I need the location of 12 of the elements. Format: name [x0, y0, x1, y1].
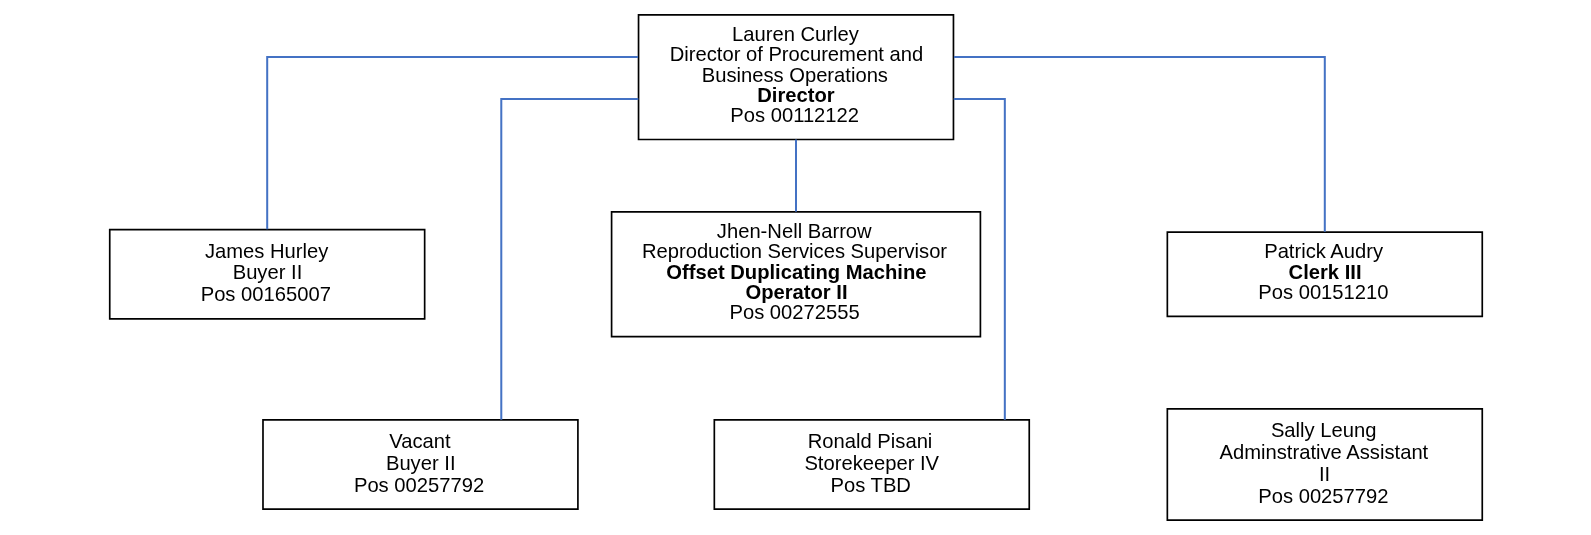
- connector: [265, 56, 638, 230]
- connector: [953, 56, 1326, 232]
- node-box: Vacant Buyer II Pos 00257792: [261, 419, 579, 510]
- connector: [953, 98, 1006, 420]
- node-box: Patrick Audry Clerk III Pos 00151210: [1166, 231, 1483, 318]
- connector: [499, 98, 638, 420]
- node-box: Ronald Pisani Storekeeper IV Pos TBD: [713, 419, 1030, 510]
- node-box: Lauren Curley Director of Procurement and Business Operations Director Pos 00112122: [637, 14, 954, 141]
- node-box: James Hurley Buyer II Pos 00165007: [108, 228, 425, 320]
- node-box: Sally Leung Adminstrative Assistant II Pos 00257792: [1166, 408, 1483, 521]
- connector: [794, 139, 797, 212]
- node-box: Jhen-Nell Barrow Reproduction Services Supervisor Offset Duplicating Machine Operator II Pos 00272555: [610, 211, 981, 338]
